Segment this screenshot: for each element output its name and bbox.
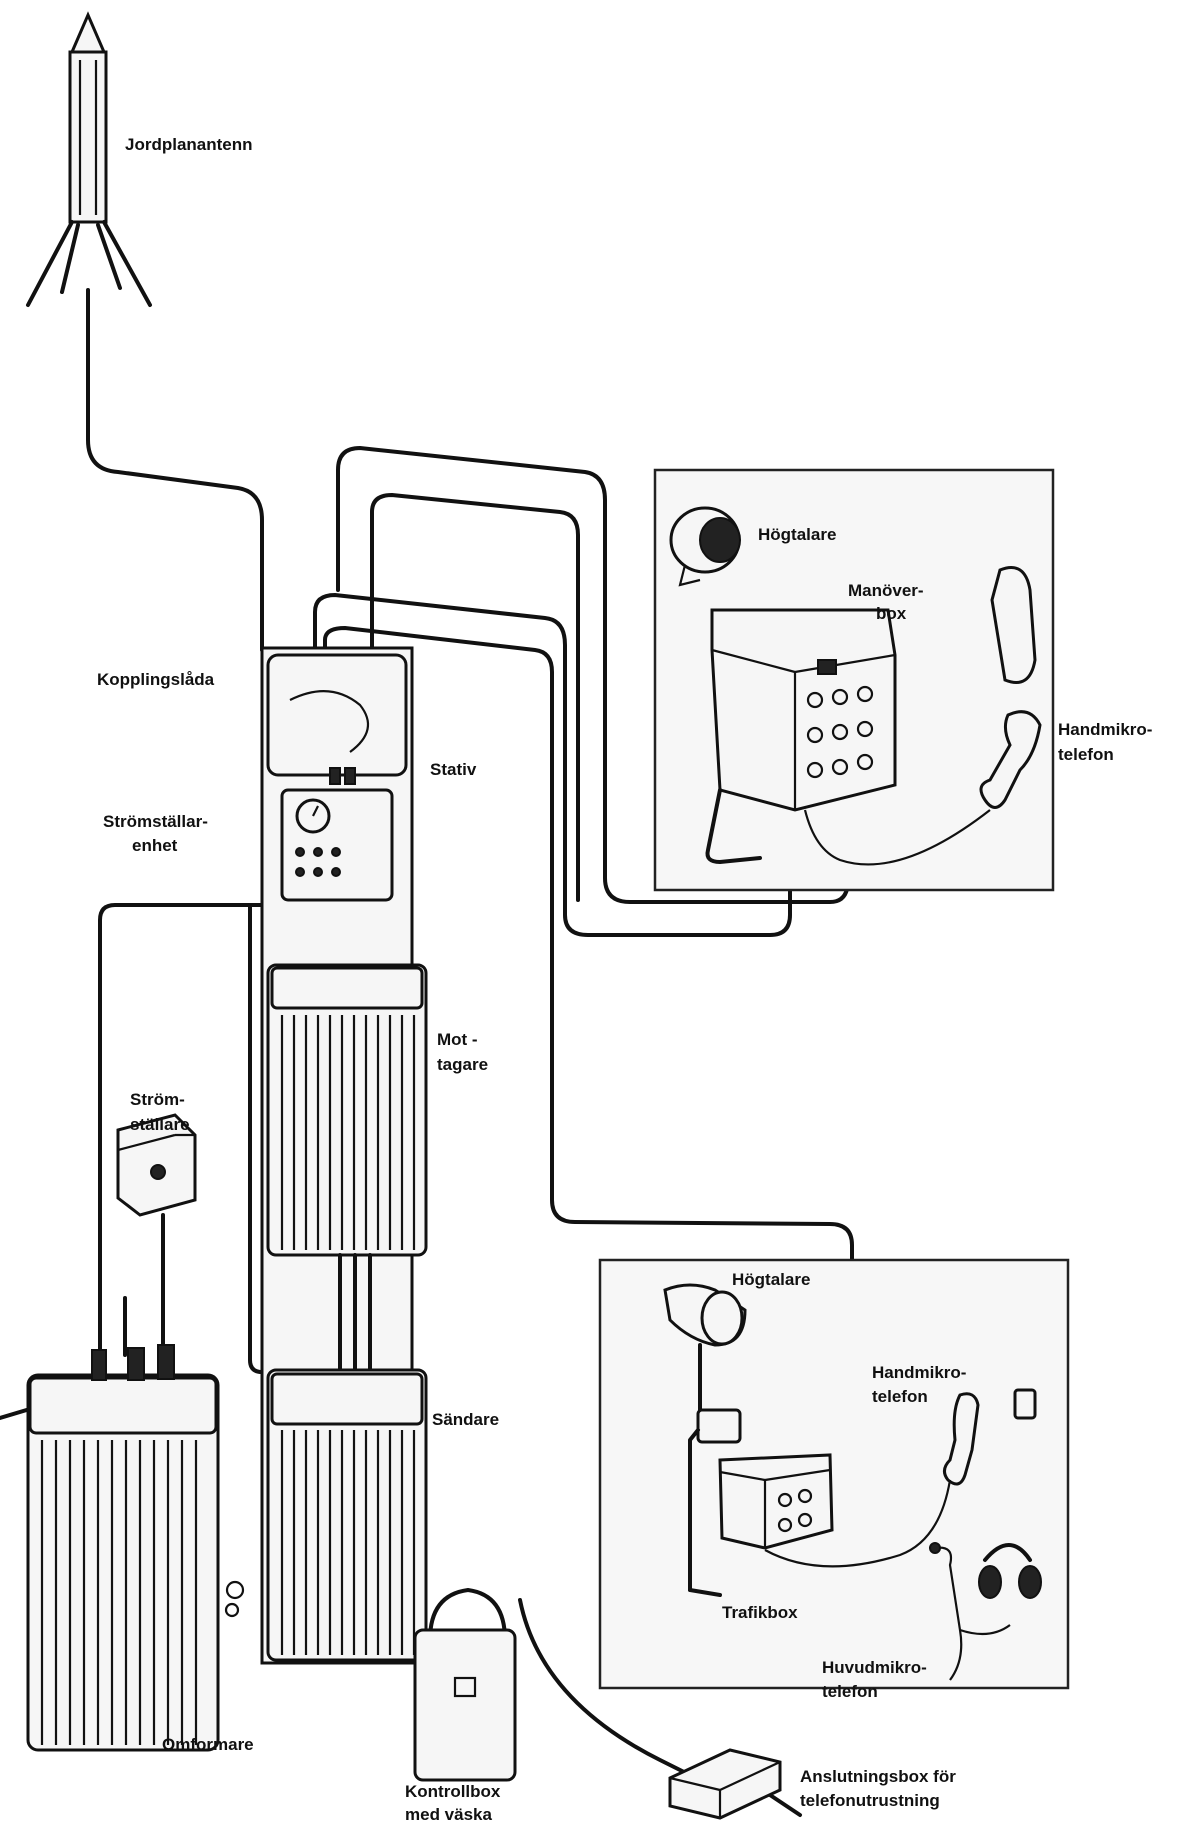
speaker-bottom <box>663 1283 747 1412</box>
label-anslutningsbox-2: telefonutrustning <box>800 1791 940 1810</box>
traffic-box <box>718 1453 834 1550</box>
label-stromstallare-2: ställare <box>130 1115 190 1134</box>
label-trafikbox: Trafikbox <box>722 1603 798 1622</box>
label-mottagare-2: tagare <box>437 1055 488 1074</box>
traffic-panel-bottom <box>598 1258 1070 1690</box>
label-kopplingslada: Kopplingslåda <box>97 670 215 689</box>
label-manoverbox-1: Manöver- <box>848 581 924 600</box>
label-handmikrotelefon-top-1: Handmikro- <box>1058 720 1152 739</box>
stand <box>260 646 428 1665</box>
manoeuvre-box <box>705 608 897 864</box>
handset-top <box>803 566 1042 866</box>
switch-box <box>116 1113 197 1217</box>
cables <box>0 288 854 1817</box>
labels: Jordplanantenn Kopplingslåda Stativ Strö… <box>97 135 1152 1824</box>
label-omformare: Omformare <box>162 1735 254 1754</box>
label-manoverbox-2: box <box>876 604 907 623</box>
label-hogtalare-bottom: Högtalare <box>732 1270 810 1289</box>
label-stromstallarenhet-1: Strömställar- <box>103 812 208 831</box>
label-handmikrotelefon-top-2: telefon <box>1058 745 1114 764</box>
label-anslutningsbox-1: Anslutningsbox för <box>800 1767 956 1786</box>
label-stromstallare-1: Ström- <box>130 1090 185 1109</box>
label-sandare: Sändare <box>432 1410 499 1429</box>
ground-plane-antenna <box>26 11 152 307</box>
control-panel-top <box>653 468 1055 892</box>
label-mottagare-1: Mot - <box>437 1030 478 1049</box>
converter <box>26 1344 245 1752</box>
label-kontrollbox-1: Kontrollbox <box>405 1782 501 1801</box>
control-box <box>413 1588 517 1782</box>
label-huvudmikrotelefon-2: telefon <box>822 1682 878 1701</box>
label-huvudmikrotelefon-1: Huvudmikro- <box>822 1658 927 1677</box>
label-stativ: Stativ <box>430 760 477 779</box>
label-jordplanantenn: Jordplanantenn <box>125 135 253 154</box>
connection-box <box>668 1748 782 1820</box>
headset <box>929 1542 1042 1681</box>
label-hogtalare-top: Högtalare <box>758 525 836 544</box>
handset-bottom <box>764 1388 1037 1568</box>
label-handmikrotelefon-bottom-2: telefon <box>872 1387 928 1406</box>
speaker-top <box>669 506 741 587</box>
label-handmikrotelefon-bottom-1: Handmikro- <box>872 1363 966 1382</box>
label-kontrollbox-2: med väska <box>405 1805 492 1824</box>
label-stromstallarenhet-2: enhet <box>132 836 178 855</box>
connector-bottom <box>688 1408 742 1592</box>
